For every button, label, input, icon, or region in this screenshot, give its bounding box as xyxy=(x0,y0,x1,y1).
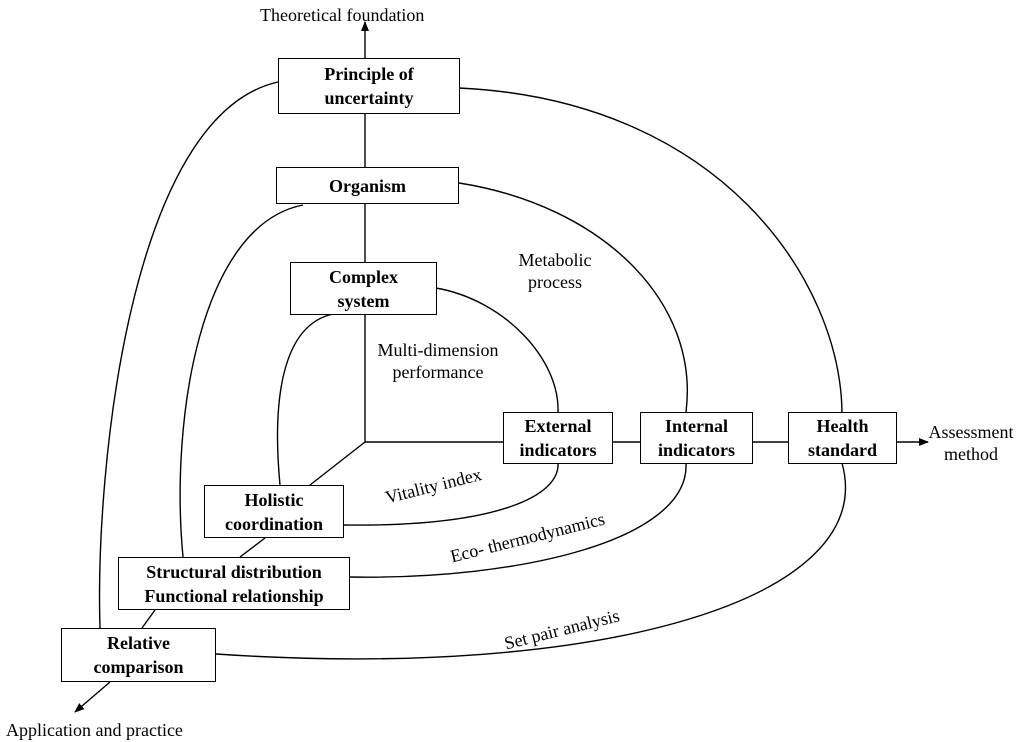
diagonal-axis-origin-holistic xyxy=(309,441,366,486)
arc-principle-relative xyxy=(98,81,279,629)
arc-organism-internal xyxy=(458,182,688,413)
relative-comparison-box: Relative comparison xyxy=(61,628,216,682)
arc-organism-structural xyxy=(179,204,304,558)
arc-health-relative xyxy=(215,462,847,660)
diagonal-holistic-structural xyxy=(239,537,266,558)
assessment-method-label: Assessment method xyxy=(928,422,1014,464)
holistic-coordination-box: Holistic coordination xyxy=(204,485,344,538)
health-standard-box: Health standard xyxy=(788,412,897,464)
principle-of-uncertainty-box: Principle of uncertainty xyxy=(278,58,460,114)
diagonal-structural-relative xyxy=(141,609,156,629)
arc-complex-external xyxy=(435,287,559,413)
organism-box: Organism xyxy=(276,167,459,204)
external-indicators-box: External indicators xyxy=(503,412,613,464)
application-practice-label: Application and practice xyxy=(6,720,183,740)
complex-system-box: Complex system xyxy=(290,262,437,315)
arc-internal-structural xyxy=(348,462,687,578)
diagonal-axis-arrow xyxy=(74,681,111,713)
theoretical-foundation-label: Theoretical foundation xyxy=(260,5,425,25)
arc-principle-health xyxy=(458,87,843,413)
internal-indicators-box: Internal indicators xyxy=(640,412,753,464)
metabolic-process-label: Metabolic process xyxy=(518,250,592,292)
structural-functional-box: Structural distribution Functional relat… xyxy=(118,557,350,610)
multi-dimension-performance-label: Multi-dimension performance xyxy=(377,340,499,382)
arc-complex-holistic xyxy=(276,313,334,486)
arc-external-holistic xyxy=(342,462,559,526)
